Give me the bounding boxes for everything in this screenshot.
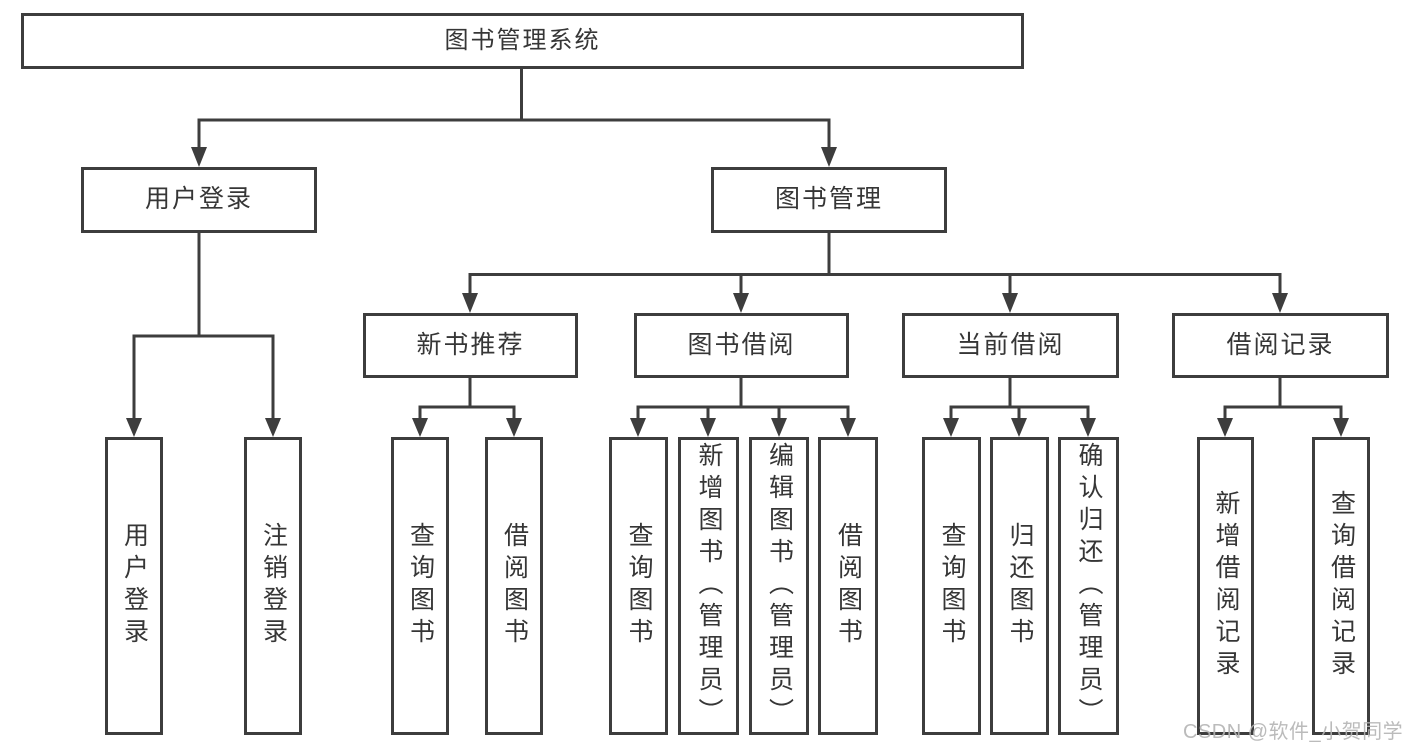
node-borrowing-records: 借阅记录 bbox=[1172, 313, 1389, 378]
csdn-watermark: CSDN @软件_小贺同学 bbox=[1183, 721, 1404, 743]
leaf-add-borrow-record: 新增借阅记录 bbox=[1197, 437, 1254, 735]
node-user-login: 用户登录 bbox=[81, 167, 317, 233]
node-new-book-recommend: 新书推荐 bbox=[363, 313, 578, 378]
node-book-borrowing: 图书借阅 bbox=[634, 313, 849, 378]
leaf-query-borrow-record: 查询借阅记录 bbox=[1312, 437, 1370, 735]
node-root-system: 图书管理系统 bbox=[21, 13, 1024, 69]
leaf-confirm-return-admin: 确认归还（管理员） bbox=[1058, 437, 1119, 735]
leaf-borrow-books-borrowing: 借阅图书 bbox=[818, 437, 878, 735]
leaf-return-book: 归还图书 bbox=[990, 437, 1049, 735]
leaf-logout: 注销登录 bbox=[244, 437, 302, 735]
leaf-borrow-books-recommend: 借阅图书 bbox=[485, 437, 543, 735]
leaf-query-books-recommend: 查询图书 bbox=[391, 437, 449, 735]
leaf-edit-book-admin: 编辑图书（管理员） bbox=[749, 437, 809, 735]
node-current-borrowing: 当前借阅 bbox=[902, 313, 1119, 378]
leaf-query-books-borrowing: 查询图书 bbox=[609, 437, 668, 735]
leaf-query-books-current: 查询图书 bbox=[922, 437, 981, 735]
leaf-add-book-admin: 新增图书（管理员） bbox=[678, 437, 739, 735]
node-book-management: 图书管理 bbox=[711, 167, 947, 233]
leaf-user-login: 用户登录 bbox=[105, 437, 163, 735]
